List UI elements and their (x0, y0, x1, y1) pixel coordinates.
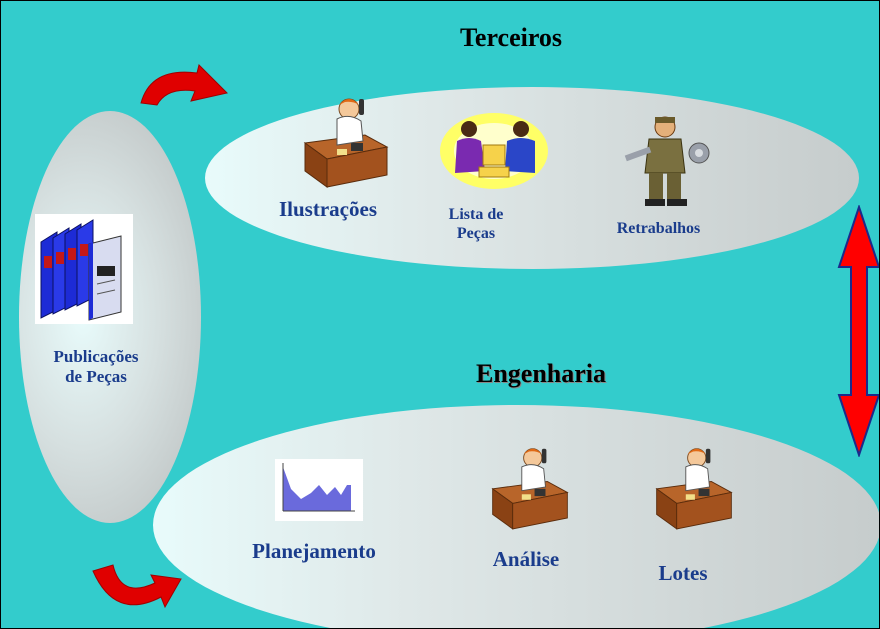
double-arrow-icon (837, 205, 879, 457)
analysis-label: Análise (492, 547, 560, 571)
person-phone-desk-icon (301, 93, 391, 189)
person-phone-desk-icon (489, 443, 571, 531)
publications-label: Publicações de Peças (21, 347, 171, 388)
curved-arrow-icon (137, 63, 231, 109)
curved-arrow-icon (91, 561, 183, 611)
mechanic-icon (621, 113, 713, 209)
parts-list-label-line2: Peças (456, 225, 496, 243)
parts-list-label: Lista de Peças (426, 205, 526, 243)
books-icon (35, 214, 133, 324)
parts-list-label-line1: Lista de (448, 206, 504, 223)
area-chart-icon (275, 459, 363, 521)
publications-label-line2: de Peças (65, 367, 127, 387)
handshake-icon (439, 111, 549, 191)
illustrations-label: Ilustrações (279, 197, 377, 221)
planning-label: Planejamento (252, 539, 376, 563)
engineering-title: Engenharia (475, 359, 607, 388)
person-phone-desk-icon (653, 443, 735, 531)
batches-label: Lotes (658, 561, 708, 585)
publications-label-line1: Publicações (53, 347, 139, 366)
third-parties-title: Terceiros (459, 23, 563, 52)
rework-label: Retrabalhos (616, 220, 701, 237)
